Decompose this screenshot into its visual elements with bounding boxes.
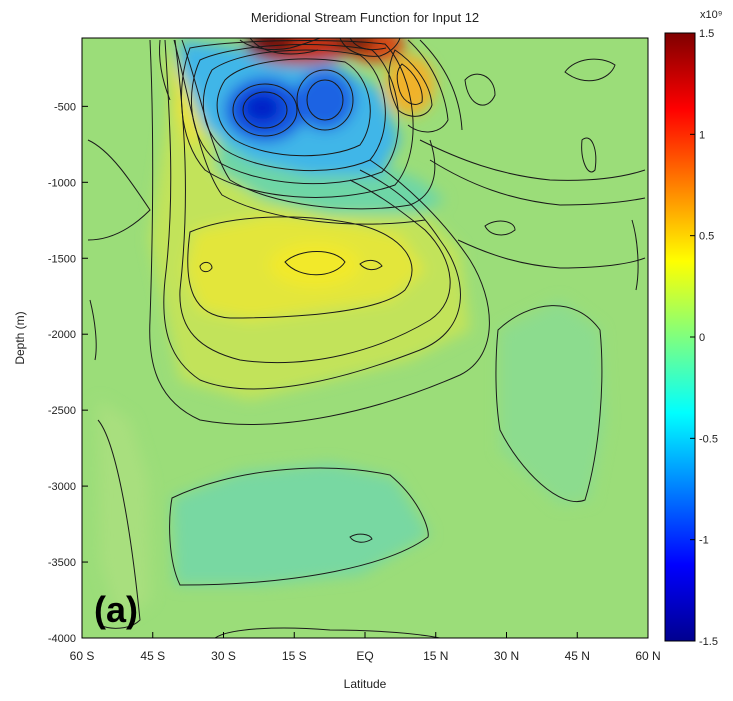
contour-line: [349, 38, 387, 51]
contour-line: [159, 39, 171, 101]
contour-line: [306, 79, 344, 121]
contour-line: [180, 40, 414, 198]
y-axis: -500 -1000 -1500 -2000 -2500 -3000 -3500 -4000: [48, 101, 88, 645]
x-tick-label: 60 N: [635, 649, 660, 663]
contour-line: [457, 239, 646, 269]
field-yellow-core: [270, 243, 360, 287]
contour-line: [202, 49, 386, 172]
contour-line: [232, 83, 298, 137]
contour-line: [484, 220, 516, 236]
contour-line: [163, 39, 461, 390]
colorbar-ticks: 1.5 1 0.5 0 -0.5 -1 -1.5: [690, 28, 718, 648]
field-blue-core-2: [295, 70, 355, 130]
colorbar-tick-label: -1: [699, 535, 709, 547]
contour-line: [349, 533, 373, 543]
colorbar-tick-label: 1.5: [699, 28, 714, 40]
contour-line: [187, 216, 413, 319]
contour-lines: [87, 38, 646, 638]
y-axis-label: Depth (m): [13, 311, 27, 364]
colorbar-tick-label: 0.5: [699, 231, 714, 243]
colorbar-exponent: x10⁹: [700, 9, 722, 21]
contour-line: [239, 38, 321, 51]
colorbar: 1.5 1 0.5 0 -0.5 -1 -1.5 x10⁹: [664, 9, 722, 648]
colorbar-tick-label: 0: [699, 332, 705, 344]
y-tick-label: -2000: [48, 329, 76, 341]
contour-line: [214, 627, 441, 638]
contour-line: [169, 467, 429, 586]
contour-line: [388, 49, 433, 117]
y-tick-label: -1500: [48, 253, 76, 265]
x-axis: 60 S 45 S 30 S 15 S EQ 15 N 30 N 45 N 60 N: [70, 632, 661, 663]
x-tick-label: 45 N: [565, 649, 590, 663]
colorbar-tick-label: -1.5: [699, 636, 718, 648]
contour-line: [173, 39, 426, 225]
contour-line: [216, 58, 371, 157]
y-tick-label: -3500: [48, 557, 76, 569]
contour-line: [242, 91, 288, 129]
y-tick-label: -3000: [48, 481, 76, 493]
field-orange-cell: [385, 55, 435, 115]
y-tick-label: -500: [54, 101, 76, 113]
contour-line: [339, 38, 401, 57]
colorbar-tick-label: -0.5: [699, 433, 718, 445]
field-deep-cyan-cell: [172, 463, 430, 585]
contour-line: [174, 39, 451, 364]
contour-line: [199, 261, 213, 273]
x-tick-label: 30 N: [494, 649, 519, 663]
colorbar-tick-label: 1: [699, 129, 705, 141]
contour-line: [296, 69, 354, 131]
contour-line: [495, 305, 603, 502]
contour-line: [149, 39, 490, 425]
contour-line: [419, 139, 646, 181]
plot-area: (a): [82, 38, 648, 638]
contour-line: [191, 44, 400, 185]
contour-line: [89, 299, 97, 361]
x-tick-label: 30 S: [211, 649, 236, 663]
chart-title: Meridional Stream Function for Input 12: [251, 10, 479, 25]
field-right-cyan-cell: [500, 300, 605, 505]
contour-line: [407, 39, 449, 133]
contour-line: [419, 39, 463, 131]
y-tick-label: -2500: [48, 405, 76, 417]
contour-line: [581, 137, 597, 173]
contour-line: [97, 419, 141, 629]
contour-line: [249, 38, 319, 55]
x-tick-label: 60 S: [70, 649, 95, 663]
y-tick-label: -1000: [48, 177, 76, 189]
contour-line: [564, 58, 616, 82]
contour-line: [181, 39, 436, 210]
contour-line: [87, 139, 151, 241]
x-axis-label: Latitude: [344, 677, 387, 691]
field-left-bottom-patch: [98, 400, 150, 620]
field-blue-core-deep: [242, 92, 282, 124]
contour-line: [359, 259, 383, 271]
contour-line: [631, 219, 639, 291]
contour-line: [464, 73, 496, 106]
contour-line: [396, 63, 423, 105]
x-tick-label: 45 S: [140, 649, 165, 663]
x-tick-label: 15 N: [423, 649, 448, 663]
x-tick-label: EQ: [356, 649, 373, 663]
contour-line: [429, 159, 646, 206]
y-tick-label: -4000: [48, 633, 76, 645]
x-tick-label: 15 S: [282, 649, 307, 663]
panel-label: (a): [94, 589, 138, 630]
contour-line: [284, 251, 346, 276]
